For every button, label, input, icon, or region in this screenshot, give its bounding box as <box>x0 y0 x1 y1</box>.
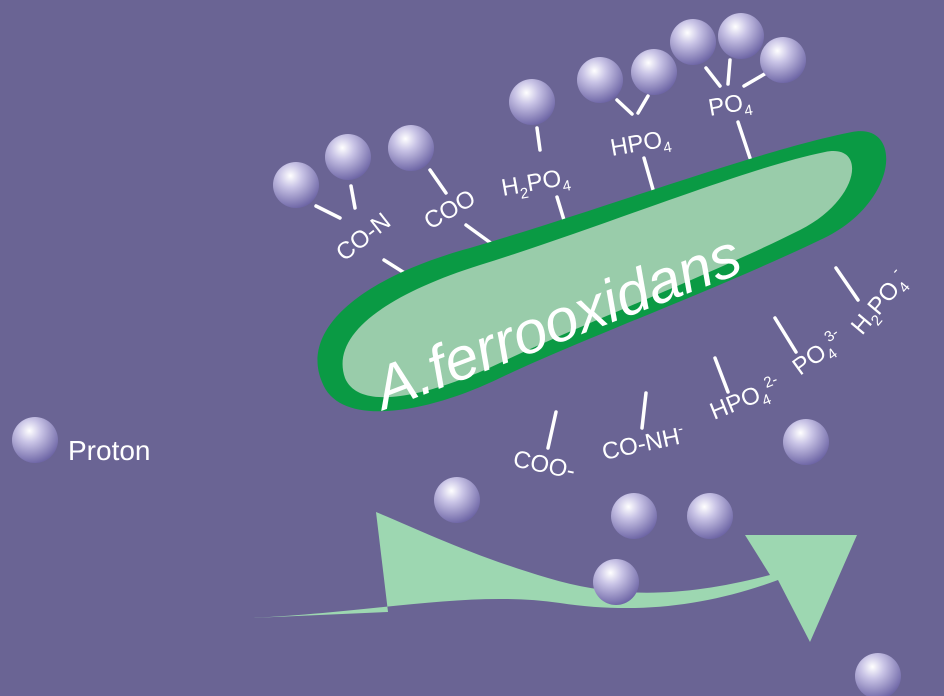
legend: Proton <box>12 417 151 466</box>
group-right-label: H2PO4- <box>843 263 917 342</box>
proton-sphere <box>273 162 319 208</box>
bacterium-cell: A.ferrooxidans <box>317 131 887 423</box>
legend-label: Proton <box>68 435 151 466</box>
proton-sphere <box>670 19 716 65</box>
proton-sphere <box>855 653 901 696</box>
proton-sphere <box>509 79 555 125</box>
proton-sphere <box>593 559 639 605</box>
proton-sphere <box>760 37 806 83</box>
proton-sphere <box>577 57 623 103</box>
proton-sphere <box>687 493 733 539</box>
groups-right: H2PO4- <box>843 263 917 342</box>
proton-sphere <box>718 13 764 59</box>
group-bottom-label: COO- <box>511 445 578 484</box>
proton-legend-icon <box>12 417 58 463</box>
proton-sphere <box>325 134 371 180</box>
group-top-label: H2PO4 <box>499 163 572 205</box>
group-top-label: HPO4 <box>608 125 673 166</box>
proton-sphere <box>434 477 480 523</box>
proton-sphere <box>611 493 657 539</box>
flow-arrow <box>250 512 857 642</box>
proton-sphere <box>631 49 677 95</box>
protons <box>273 13 901 696</box>
proton-sphere <box>783 419 829 465</box>
group-top-label: PO4 <box>706 88 754 126</box>
proton-sphere <box>388 125 434 171</box>
cell-interior <box>342 151 853 398</box>
group-bottom-label: HPO42- <box>705 371 786 429</box>
group-bottom-label: PO43- <box>786 324 851 384</box>
